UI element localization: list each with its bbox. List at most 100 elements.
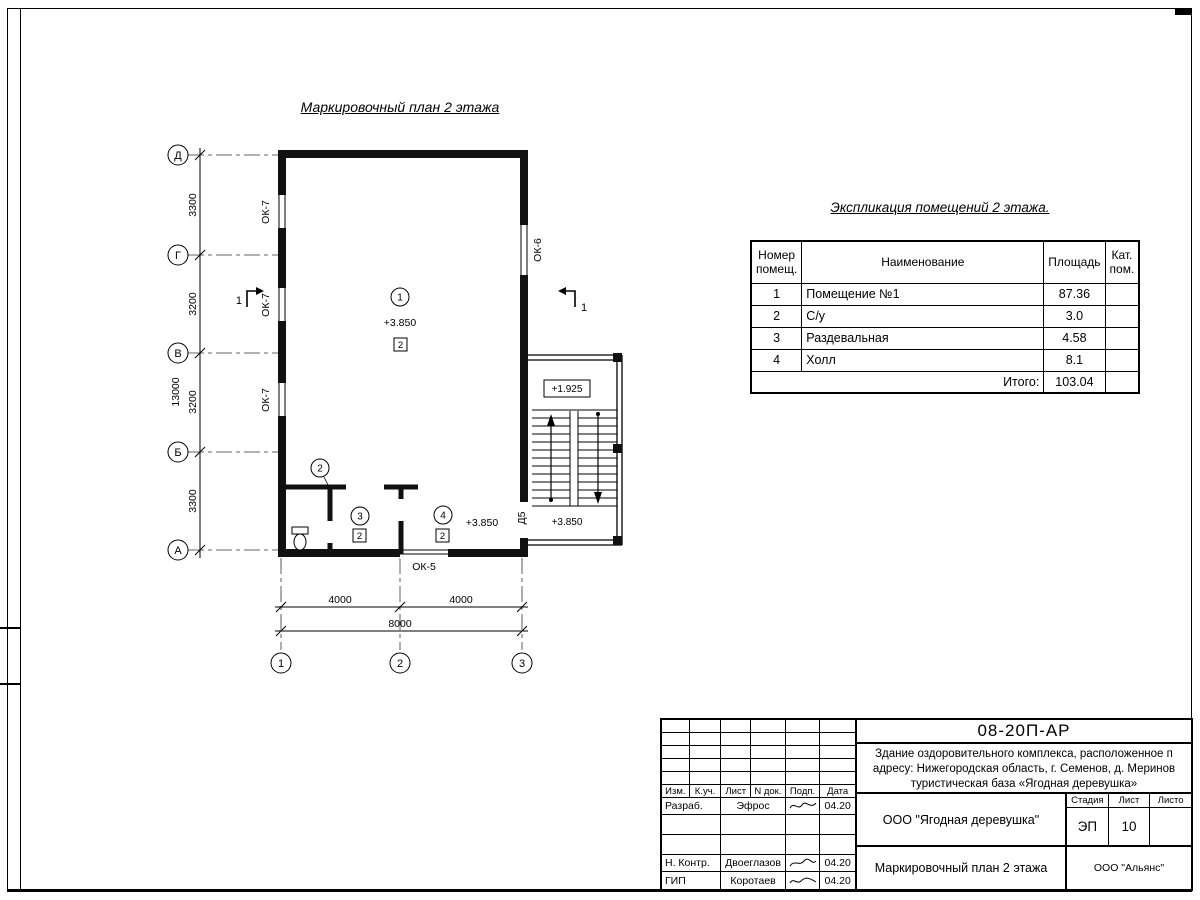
axis-label: А — [174, 545, 182, 557]
cell-room-area: 3.0 — [1043, 304, 1106, 328]
room-number: 3 — [357, 512, 363, 523]
signature-scribble — [789, 802, 816, 809]
door-mark: Д5 — [516, 511, 528, 524]
total-value: 103.04 — [1043, 370, 1106, 394]
elevation-hall: +3.850 — [466, 517, 499, 529]
role-label: ГИП — [662, 872, 722, 889]
signature — [786, 872, 821, 889]
dim-label: 3200 — [187, 390, 199, 414]
axis-bubbles-horizontal: 1 2 3 — [270, 652, 533, 674]
cell-room-area: 87.36 — [1043, 282, 1106, 306]
elevation-landing: +1.925 — [552, 384, 583, 395]
header-name: Наименование — [801, 240, 1045, 284]
title-block-bottom-row: Маркировочный план 2 этажа ООО "Альянс" — [857, 847, 1191, 889]
room-bubbles: 1 2 3 4 — [310, 287, 453, 526]
section-marks: 1 1 — [236, 287, 587, 314]
vertical-dimension-line — [194, 148, 206, 558]
floor-type-mark: 2 — [398, 340, 403, 351]
window-mark: ОК-7 — [260, 200, 272, 224]
floor-type-mark: 2 — [357, 531, 362, 542]
col-izm: Изм. — [662, 785, 690, 797]
title-block: Изм. К.уч. Лист N док. Подп. Дата Разраб… — [660, 718, 1193, 891]
table-row: 1 Помещение №1 87.36 — [750, 282, 1140, 306]
table-row: 2 С/у 3.0 — [750, 304, 1140, 328]
stair-annex: +1.925 +3.850 — [528, 353, 623, 546]
col-ndok: N док. — [751, 785, 786, 797]
revision-row-empty — [662, 746, 855, 759]
sheets-column: Листо — [1150, 794, 1192, 845]
sheet-value: 10 — [1121, 819, 1137, 834]
project-description: Здание оздоровительного комплекса, распо… — [857, 744, 1191, 794]
header-area: Площадь — [1043, 240, 1106, 284]
plan-title: Маркировочный план 2 этажа — [300, 99, 500, 115]
revision-row-empty — [662, 772, 855, 785]
signature-scribble — [789, 877, 816, 883]
revision-row-empty — [662, 720, 855, 733]
person-name: Двоеглазов — [721, 855, 786, 871]
title-block-middle-row: ООО "Ягодная деревушка" Стадия ЭП Лист 1… — [857, 794, 1192, 847]
window-mark: ОК-5 — [412, 561, 436, 573]
dim-label: 4000 — [328, 594, 352, 606]
axis-label: 2 — [397, 658, 403, 670]
openings — [276, 195, 530, 559]
signature-row-empty — [662, 815, 855, 835]
room-number: 2 — [317, 464, 323, 475]
dim-label: 4000 — [449, 594, 473, 606]
date: 04.20 — [824, 874, 851, 887]
cell-room-cat — [1104, 282, 1140, 306]
cell-room-cat — [1104, 304, 1140, 328]
signature-row-gip: ГИП Коротаев 04.20 — [662, 872, 855, 889]
stage-label: Стадия — [1067, 794, 1108, 808]
col-podp: Подп. — [786, 785, 821, 797]
axis-label: 3 — [519, 658, 525, 670]
columns — [613, 353, 622, 545]
stage-sheet-columns: Стадия ЭП Лист 10 Листо — [1067, 794, 1192, 845]
section-number: 1 — [236, 295, 242, 307]
axis-label: Д — [174, 150, 182, 162]
role-label: Н. Контр. — [662, 855, 722, 871]
organization-name: ООО "Альянс" — [1093, 862, 1165, 874]
axis-label: Б — [174, 447, 181, 459]
schedule-header-row: Номер помещ. Наименование Площадь Кат. п… — [750, 240, 1140, 284]
col-list: Лист — [721, 785, 752, 797]
toilet-icon — [291, 526, 309, 551]
axis-label: 1 — [278, 658, 284, 670]
col-kuch: К.уч. — [690, 785, 722, 797]
horizontal-dimension-lines — [275, 601, 528, 637]
room-schedule: Номер помещ. Наименование Площадь Кат. п… — [750, 240, 1141, 394]
schedule-title: Экспликация помещений 2 этажа. — [830, 200, 1050, 215]
date: 04.20 — [824, 800, 851, 812]
vertical-dimension-labels: 3300 3200 3200 3300 13000 — [170, 193, 199, 513]
signature-row-ncontrol: Н. Контр. Двоеглазов 04.20 — [662, 855, 855, 872]
dim-label: 3300 — [187, 193, 199, 217]
signature-row-empty — [662, 835, 855, 855]
total-label: Итого: — [750, 370, 1045, 394]
company-name: ООО "Ягодная деревушка" — [857, 794, 1067, 845]
cell-room-area: 4.58 — [1043, 326, 1106, 350]
axis-label: В — [174, 348, 181, 360]
drawing-title: Маркировочный план 2 этажа — [857, 847, 1067, 889]
sheet-label: Лист — [1108, 794, 1150, 808]
dim-label: 3200 — [187, 292, 199, 316]
elevation-main: +3.850 — [384, 317, 417, 329]
revision-row-empty — [662, 733, 855, 746]
person-name: Эфрос — [721, 798, 786, 814]
horizontal-dimension-labels: 4000 4000 8000 — [328, 594, 473, 630]
axis-lines — [188, 154, 523, 650]
cell-room-name: Раздевальная — [801, 326, 1045, 350]
room-number: 1 — [397, 293, 403, 304]
stair-well — [570, 411, 578, 506]
revision-header-row: Изм. К.уч. Лист N док. Подп. Дата — [662, 785, 855, 798]
elevation-box — [543, 379, 591, 398]
role-label: Разраб. — [662, 798, 722, 814]
section-number: 1 — [581, 302, 587, 314]
corner-mark — [1175, 9, 1191, 15]
elevation-stair: +3.850 — [552, 517, 583, 528]
cell-room-name: Помещение №1 — [801, 282, 1045, 306]
sheets-label: Листо — [1150, 794, 1192, 808]
table-row: 4 Холл 8.1 — [750, 348, 1140, 372]
project-line: туристическая база «Ягодная деревушка» — [910, 777, 1138, 790]
sheets-value — [1150, 808, 1191, 845]
opening-marks: ОК-7 ОК-7 ОК-7 ОК-6 ОК-5 Д5 — [260, 200, 544, 573]
